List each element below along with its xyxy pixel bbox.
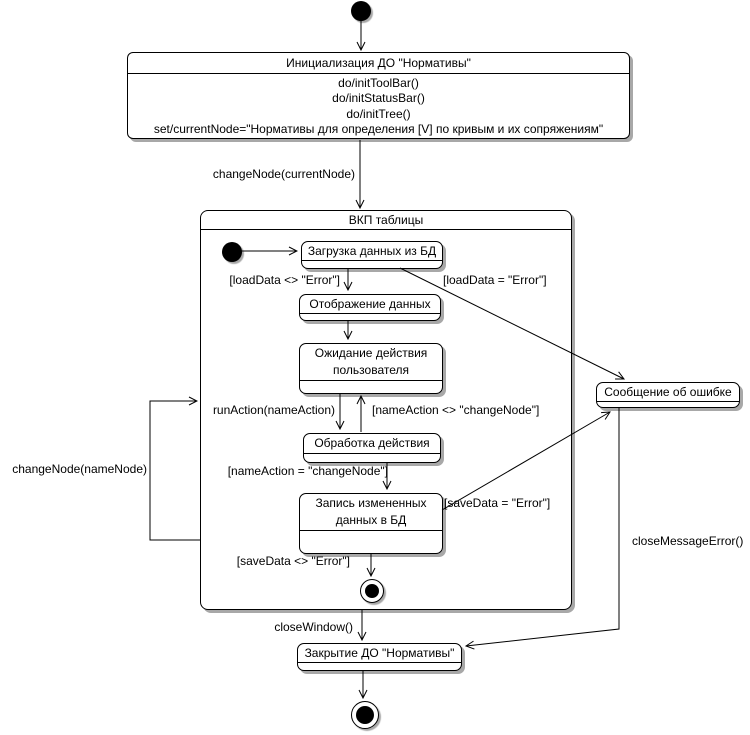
state-compartment	[300, 313, 440, 320]
label-save-data-error: [saveData = "Error"]	[444, 496, 551, 510]
state-close-do: Закрытие ДО "Нормативы"	[297, 643, 462, 671]
label-change-node-name: changeNode(nameNode)	[12, 462, 147, 476]
state-init-do: Инициализация ДО "Нормативы" do/initTool…	[127, 52, 630, 139]
state-init-do-actions: do/initToolBar() do/initStatusBar() do/i…	[128, 74, 629, 138]
label-close-window: closeWindow()	[274, 620, 353, 634]
state-compartment	[597, 401, 739, 407]
state-process-action: Обработка действия	[303, 433, 441, 463]
action-init-tree: do/initTree()	[346, 106, 411, 121]
label-name-action-not-change: [nameAction <> "changeNode"]	[372, 403, 540, 417]
state-load-data: Загрузка данных из БД	[301, 241, 443, 269]
label-change-node-current: changeNode(currentNode)	[212, 167, 355, 181]
action-init-toolbar: do/initToolBar()	[338, 75, 419, 90]
state-compartment	[302, 260, 442, 268]
state-init-do-title: Инициализация ДО "Нормативы"	[128, 53, 629, 74]
composite-state-vkp-title: ВКП таблицы	[201, 211, 571, 230]
state-compartment	[300, 530, 442, 553]
transition-vkp-self-loop	[149, 401, 200, 541]
inner-final-state-icon	[360, 579, 384, 603]
state-compartment	[300, 380, 442, 393]
state-compartment	[298, 662, 461, 670]
action-set-current-node: set/currentNode="Нормативы для определен…	[153, 122, 604, 137]
action-init-statusbar: do/initStatusBar()	[332, 91, 425, 106]
state-display-data: Отображение данных	[299, 294, 441, 321]
label-name-action-change: [nameAction = "changeNode"]	[227, 464, 388, 478]
label-load-data-error: [loadData = "Error"]	[443, 273, 547, 287]
label-close-message-error: closeMessageError()	[632, 534, 744, 548]
inner-initial-state-icon	[222, 242, 242, 262]
state-save-data: Запись измененных данных в БД	[299, 493, 443, 554]
label-run-action: runAction(nameAction)	[212, 403, 335, 417]
initial-state-icon	[351, 1, 371, 21]
label-load-data-ok: [loadData <> "Error"]	[229, 273, 340, 287]
state-error-message: Сообщение об ошибке	[596, 382, 740, 408]
final-state-icon	[351, 701, 379, 729]
state-wait-user: Ожидание действия пользователя	[299, 343, 443, 394]
state-compartment	[304, 453, 440, 462]
label-save-data-ok: [saveData <> "Error"]	[236, 554, 350, 568]
